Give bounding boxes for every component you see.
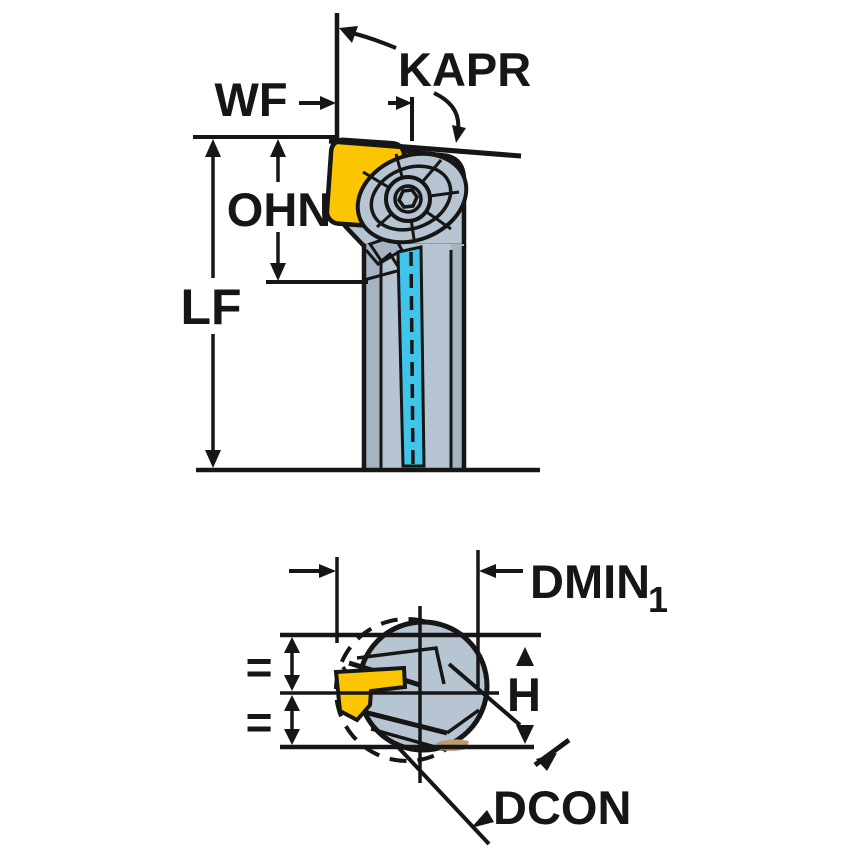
edge-extension-line [328, 138, 522, 159]
hex-socket [396, 188, 420, 209]
wf-label: WF [214, 73, 287, 126]
equal-top-label: = [246, 641, 273, 693]
kapr-arrowhead-lower [452, 125, 466, 143]
insert-clamp [355, 151, 469, 245]
dimension-lf: LF [180, 139, 540, 473]
dimension-h: H [507, 647, 541, 744]
equal-bottom-label: = [246, 696, 273, 748]
dimension-dmin: DMIN 1 [289, 550, 668, 688]
kapr-arrowhead-upper [339, 26, 358, 43]
kapr-label: KAPR [398, 43, 531, 96]
coolant-centerline [409, 251, 415, 465]
dimension-dcon: DCON [395, 662, 631, 846]
shank-bevel-lines [379, 250, 453, 468]
equal-arrowheads [284, 637, 300, 745]
lf-arrowhead-up [205, 139, 221, 157]
shank-top-detail-lines [363, 249, 401, 282]
screw-boss [384, 175, 432, 223]
height-reference-lines [280, 632, 541, 750]
dimension-kapr: KAPR [334, 13, 531, 143]
kapr-ray-arrowhead [396, 96, 412, 110]
ohn-label: OHN [227, 183, 331, 236]
dcon-leader-arrowhead [471, 810, 494, 828]
lf-label: LF [180, 279, 241, 335]
dmin-arrowheads [319, 564, 496, 578]
h-label: H [507, 668, 541, 721]
screw-head [393, 184, 423, 214]
end-view: = = DMIN 1 H DCON [246, 550, 668, 846]
dimension-ohn: OHN [227, 139, 368, 284]
dmin-extension-lines [335, 550, 480, 688]
ohn-arrowhead-down [270, 263, 286, 281]
coolant-duct [396, 245, 426, 468]
lf-arrowhead-down [205, 450, 221, 468]
wf-arrowhead [320, 96, 336, 110]
ohn-arrowhead-up [270, 139, 286, 157]
dcon-arrowhead [536, 753, 557, 771]
dcon-label: DCON [493, 781, 631, 834]
dcon-diameter-line-lower [395, 744, 491, 846]
dcon-diameter-line-upper [447, 662, 522, 727]
coolant-channel [396, 245, 426, 468]
shank-left-bevel [364, 244, 381, 469]
dmin-subscript: 1 [648, 579, 668, 620]
kapr-arc-upper [351, 31, 397, 50]
dmin-label: DMIN [530, 555, 650, 608]
side-view: KAPR WF OHN LF [180, 13, 540, 473]
dimension-equal-halves: = = [246, 637, 300, 748]
shank-right-bevel [451, 244, 464, 469]
dimension-wf: WF [214, 73, 336, 126]
